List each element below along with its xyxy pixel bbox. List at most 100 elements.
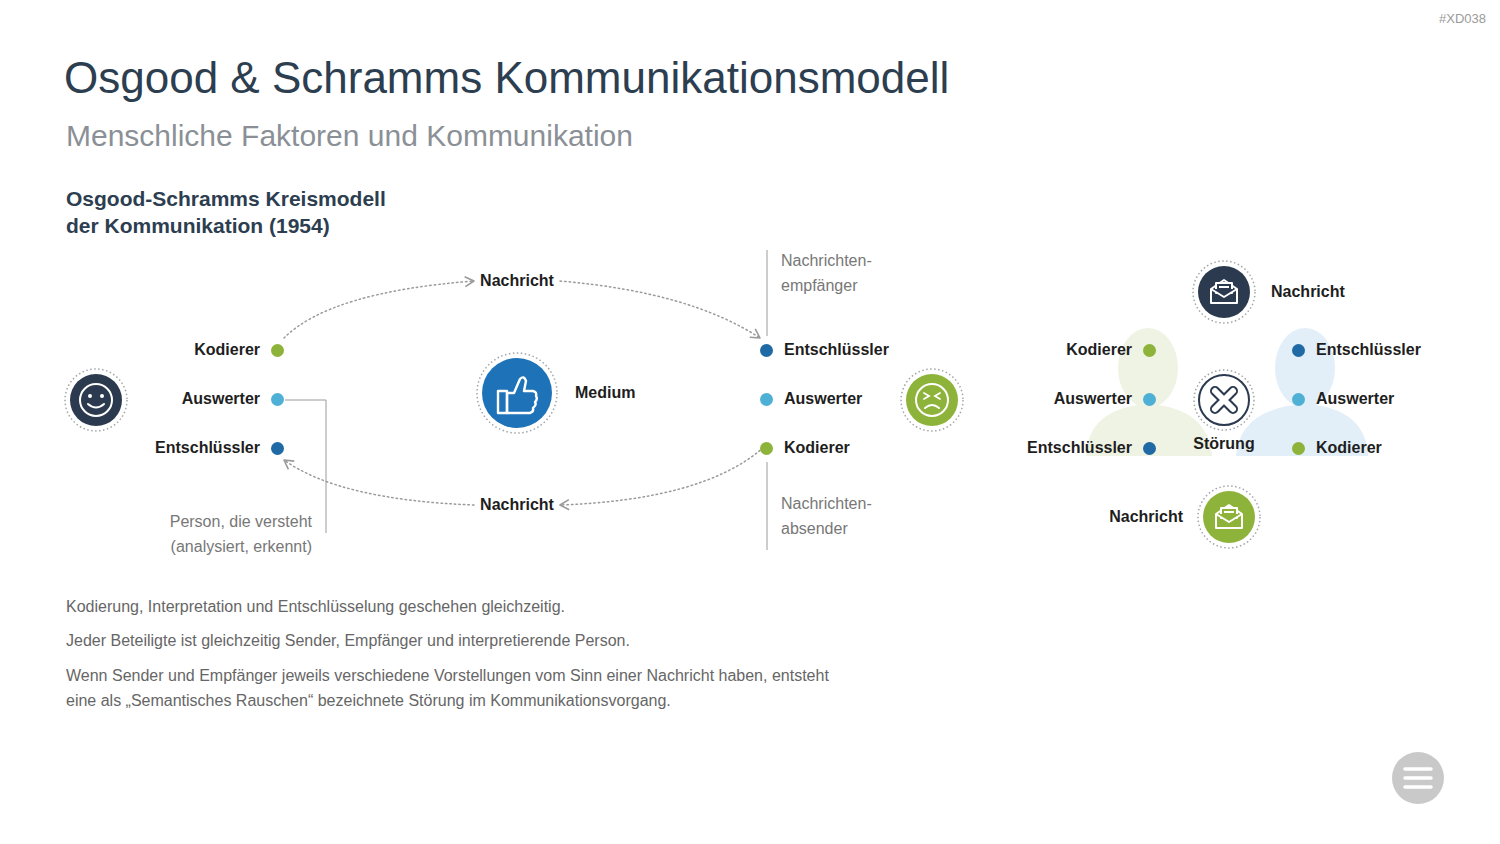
role-node: Auswerter — [1292, 387, 1394, 411]
role-dot — [1292, 442, 1305, 455]
role-dot — [271, 344, 284, 357]
dotted-ring — [901, 369, 963, 431]
dotted-arc — [284, 281, 474, 338]
eye — [88, 394, 92, 398]
sad-face-icon — [901, 369, 963, 431]
arrow-head — [465, 277, 474, 287]
role-dot — [1292, 344, 1305, 357]
icon-shape — [1216, 514, 1242, 522]
icon-node: Medium — [476, 352, 635, 434]
env-icon — [1192, 260, 1256, 324]
menu-lines — [1405, 769, 1431, 787]
slide-id: #XD038 — [1439, 11, 1486, 26]
node-label: Auswerter — [1316, 390, 1394, 408]
icon-shape — [498, 391, 507, 413]
icon-shape — [1193, 261, 1255, 323]
role-dot — [1143, 442, 1156, 455]
dotted-ring — [65, 369, 127, 431]
slide-title: Osgood & Schramms Kommunikationsmodell — [64, 52, 949, 104]
node-label: Entschlüssler — [1316, 341, 1421, 359]
role-node: Entschlüssler — [1027, 436, 1156, 460]
icon-shape — [1198, 266, 1250, 318]
role-node: Entschlüssler — [155, 436, 284, 460]
x-icon — [1193, 369, 1255, 431]
role-note: Nachrichten- empfänger — [781, 248, 891, 298]
dotted-arc — [560, 450, 760, 505]
smiley-icon — [65, 369, 127, 431]
role-node: Kodierer — [1066, 338, 1156, 362]
node-label: Medium — [575, 384, 635, 402]
role-node: Auswerter — [182, 387, 284, 411]
menu-button — [1392, 752, 1444, 804]
section-heading: Osgood-Schramms Kreismodell der Kommunik… — [66, 185, 406, 239]
note-text: Wenn Sender und Empfänger jeweils versch… — [66, 663, 856, 713]
mouth — [88, 404, 104, 408]
node-label: Nachricht — [480, 272, 554, 290]
subtitle: Menschliche Faktoren und Kommunikation — [66, 117, 633, 155]
arrow-head — [560, 500, 569, 510]
face-outline — [916, 384, 948, 416]
role-note: Person, die versteht (analysiert, erkenn… — [148, 509, 312, 559]
message-node: Nachricht — [474, 269, 560, 293]
node-label: Nachricht — [480, 496, 554, 514]
icon-shape — [498, 377, 537, 413]
node-label: Entschlüssler — [784, 341, 889, 359]
flow-connector — [560, 450, 760, 509]
icon-node: Störung — [1164, 369, 1284, 453]
button-disc — [1392, 752, 1444, 804]
icon-shape — [1211, 280, 1237, 303]
role-dot — [1143, 393, 1156, 406]
node-label: Nachricht — [1271, 283, 1345, 301]
arrow-head — [750, 329, 760, 338]
node-label: Auswerter — [1054, 390, 1132, 408]
dotted-arc — [560, 281, 760, 338]
message-node: Nachricht — [474, 493, 560, 517]
face-outline — [80, 384, 112, 416]
role-node: Entschlüssler — [760, 338, 889, 362]
icon-shape — [482, 358, 552, 428]
icon-shape — [1215, 391, 1233, 409]
dotted-arc — [284, 460, 474, 505]
role-node: Entschlüssler — [1292, 338, 1421, 362]
node-label: Entschlüssler — [155, 439, 260, 457]
mouth — [925, 405, 939, 408]
icon-shape — [1211, 289, 1237, 297]
role-node: Kodierer — [1292, 436, 1382, 460]
thumb-icon — [476, 352, 558, 434]
node-label: Kodierer — [1066, 341, 1132, 359]
role-dot — [760, 344, 773, 357]
icon-shape — [507, 377, 537, 413]
node-label: Störung — [1193, 435, 1254, 453]
node-label: Auswerter — [784, 390, 862, 408]
flow-connector — [560, 281, 760, 338]
note-text: Jeder Beteiligte ist gleichzeitig Sender… — [66, 630, 966, 652]
role-dot — [271, 442, 284, 455]
eye — [100, 394, 104, 398]
role-node: Auswerter — [760, 387, 862, 411]
icon-shape — [1216, 505, 1242, 528]
icon-node: Nachricht — [1109, 485, 1261, 549]
role-node: Auswerter — [1054, 387, 1156, 411]
icon-shape — [1194, 370, 1254, 430]
icon-shape — [1216, 505, 1242, 528]
note-text: Kodierung, Interpretation und Entschlüss… — [66, 596, 966, 618]
node-label: Auswerter — [182, 390, 260, 408]
role-dot — [760, 393, 773, 406]
icon-shape — [1198, 486, 1260, 548]
icon-shape — [1199, 375, 1249, 425]
node-label: Kodierer — [784, 439, 850, 457]
role-dot — [760, 442, 773, 455]
leader-line — [767, 462, 768, 550]
node-label: Kodierer — [1316, 439, 1382, 457]
arrow-head — [284, 460, 294, 469]
flow-connector — [284, 460, 474, 505]
icon-shape — [1211, 280, 1237, 303]
icon-node: Nachricht — [1192, 260, 1345, 324]
icon-shape — [1203, 491, 1255, 543]
icon-disc — [906, 374, 958, 426]
icon-shape — [477, 353, 557, 433]
icon-disc — [70, 374, 122, 426]
role-node: Kodierer — [194, 338, 284, 362]
role-dot — [1143, 344, 1156, 357]
